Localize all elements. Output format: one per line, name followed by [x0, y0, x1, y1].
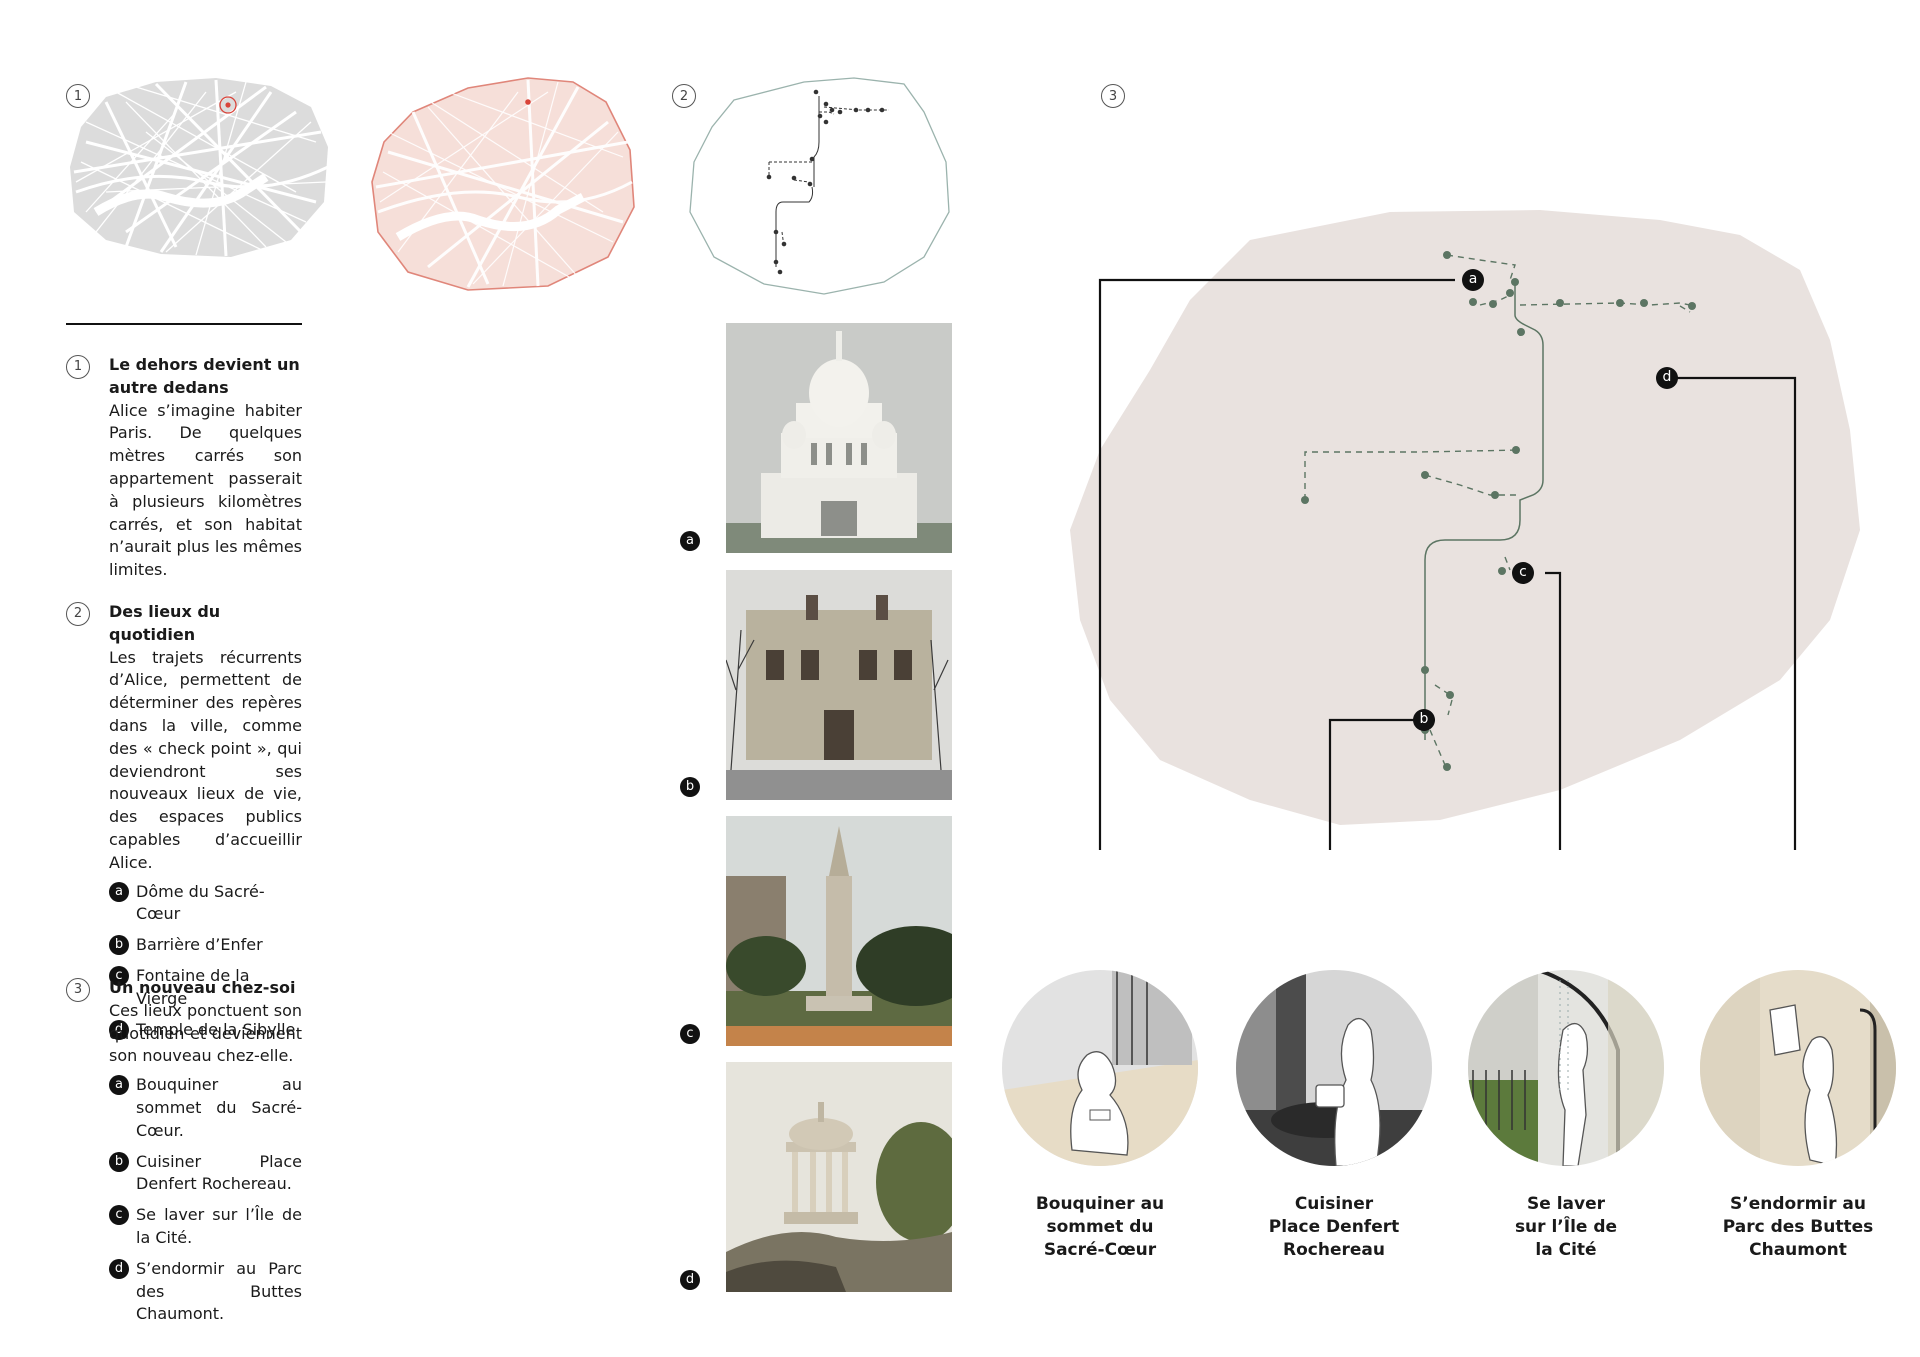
section-1-text: Alice s’imagine habiter Paris. De quelqu… [109, 400, 302, 580]
panel-number-3: 3 [1101, 84, 1125, 108]
vignette-washing [1468, 970, 1664, 1166]
photo-barriere-denfer [726, 570, 952, 800]
map-marker-a: a [1462, 269, 1484, 291]
section-3-number: 3 [66, 978, 90, 1002]
photo-key-d: d [680, 1270, 700, 1290]
vignette-reading [1002, 970, 1198, 1166]
legend-key-d: d [109, 1019, 129, 1040]
panel-number-2: 2 [672, 84, 696, 108]
step-item: c Se laver sur l’Île de la Cité. [109, 1204, 302, 1250]
photo-sacre-coeur [726, 323, 952, 553]
paris-route-map [689, 77, 950, 295]
legend-label: Fontaine de la Vierge [136, 965, 250, 1008]
paris-map-grey [70, 78, 329, 257]
legend-item: a Dôme du Sacré-Cœur [109, 881, 302, 927]
legend-label: Dôme du Sacré-Cœur [136, 881, 265, 924]
vignette-cooking [1236, 970, 1432, 1166]
photo-key-b: b [680, 777, 700, 797]
photo-key-c: c [680, 1024, 700, 1044]
map-marker-b: b [1413, 709, 1435, 731]
map-marker-c: c [1512, 562, 1534, 584]
step-key-c: c [109, 1205, 129, 1226]
step-key-a: a [109, 1075, 129, 1096]
step-key-b: b [109, 1151, 129, 1172]
vignette-sleeping [1700, 970, 1896, 1166]
step-key-d: d [109, 1258, 129, 1279]
legend-item: d Temple de la Sibylle [109, 1019, 302, 1042]
legend-label: Temple de la Sibylle [136, 1019, 296, 1039]
step-label: Se laver sur l’Île de la Cité. [136, 1205, 302, 1247]
section-3-text: Ces lieux ponctuent son quotidien et dev… [109, 1000, 302, 1066]
photo-fontaine-vierge [726, 816, 952, 1046]
section-3: 3 Un nouveau chez-soi Ces lieux ponctuen… [66, 977, 302, 1334]
step-item: d S’endormir au Parc des Buttes Chaumont. [109, 1258, 302, 1326]
step-item: b Cuisiner Place Denfert Rochereau. [109, 1151, 302, 1197]
section-2: 2 Des lieux du quotidien Les trajets réc… [66, 601, 302, 1049]
legend-key-a: a [109, 881, 129, 902]
legend-key-b: b [109, 935, 129, 956]
section-2-text: Les trajets récurrents d’Alice, permette… [109, 647, 302, 872]
big-paris-map [1070, 210, 1860, 850]
step-list: a Bouquiner au sommet du Sacré-Cœur. b Cui… [109, 1074, 302, 1326]
photo-temple-sibylle [726, 1062, 952, 1292]
vignette-caption-a: Bouquiner au sommet du Sacré-Cœur [1035, 1194, 1165, 1260]
section-1-title: Le dehors devient un autre dedans [109, 355, 300, 397]
legend-item: b Barrière d’Enfer [109, 934, 302, 957]
vignette-caption-b: Cuisiner Place Denfert Rochereau [1268, 1194, 1400, 1260]
photo-key-a: a [680, 531, 700, 551]
section-2-number: 2 [66, 602, 90, 626]
section-2-title: Des lieux du quotidien [109, 602, 221, 644]
paris-map-pink [371, 77, 635, 291]
legend-label: Barrière d’Enfer [136, 935, 263, 955]
legend-item: c Fontaine de la Vierge [109, 965, 302, 1011]
legend-key-c: c [109, 965, 129, 986]
panel-number-1: 1 [66, 84, 90, 108]
map-marker-d: d [1656, 367, 1678, 389]
section-1-number: 1 [66, 355, 90, 379]
step-item: a Bouquiner au sommet du Sacré-Cœur. [109, 1074, 302, 1142]
vignette-caption-c: Se laver sur l’Île de la Cité [1514, 1194, 1618, 1260]
vignette-caption-d: S’endormir au Parc des Buttes Chaumont [1722, 1194, 1874, 1260]
divider-rule [66, 323, 302, 325]
step-label: Cuisiner Place Denfert Rochereau. [136, 1151, 302, 1194]
section-3-title: Un nouveau chez-soi [109, 978, 296, 997]
step-label: S’endormir au Parc des Buttes Chaumont. [136, 1258, 302, 1324]
step-label: Bouquiner au sommet du Sacré-Cœur. [136, 1075, 302, 1140]
section-1: 1 Le dehors devient un autre dedans Alic… [66, 354, 302, 582]
